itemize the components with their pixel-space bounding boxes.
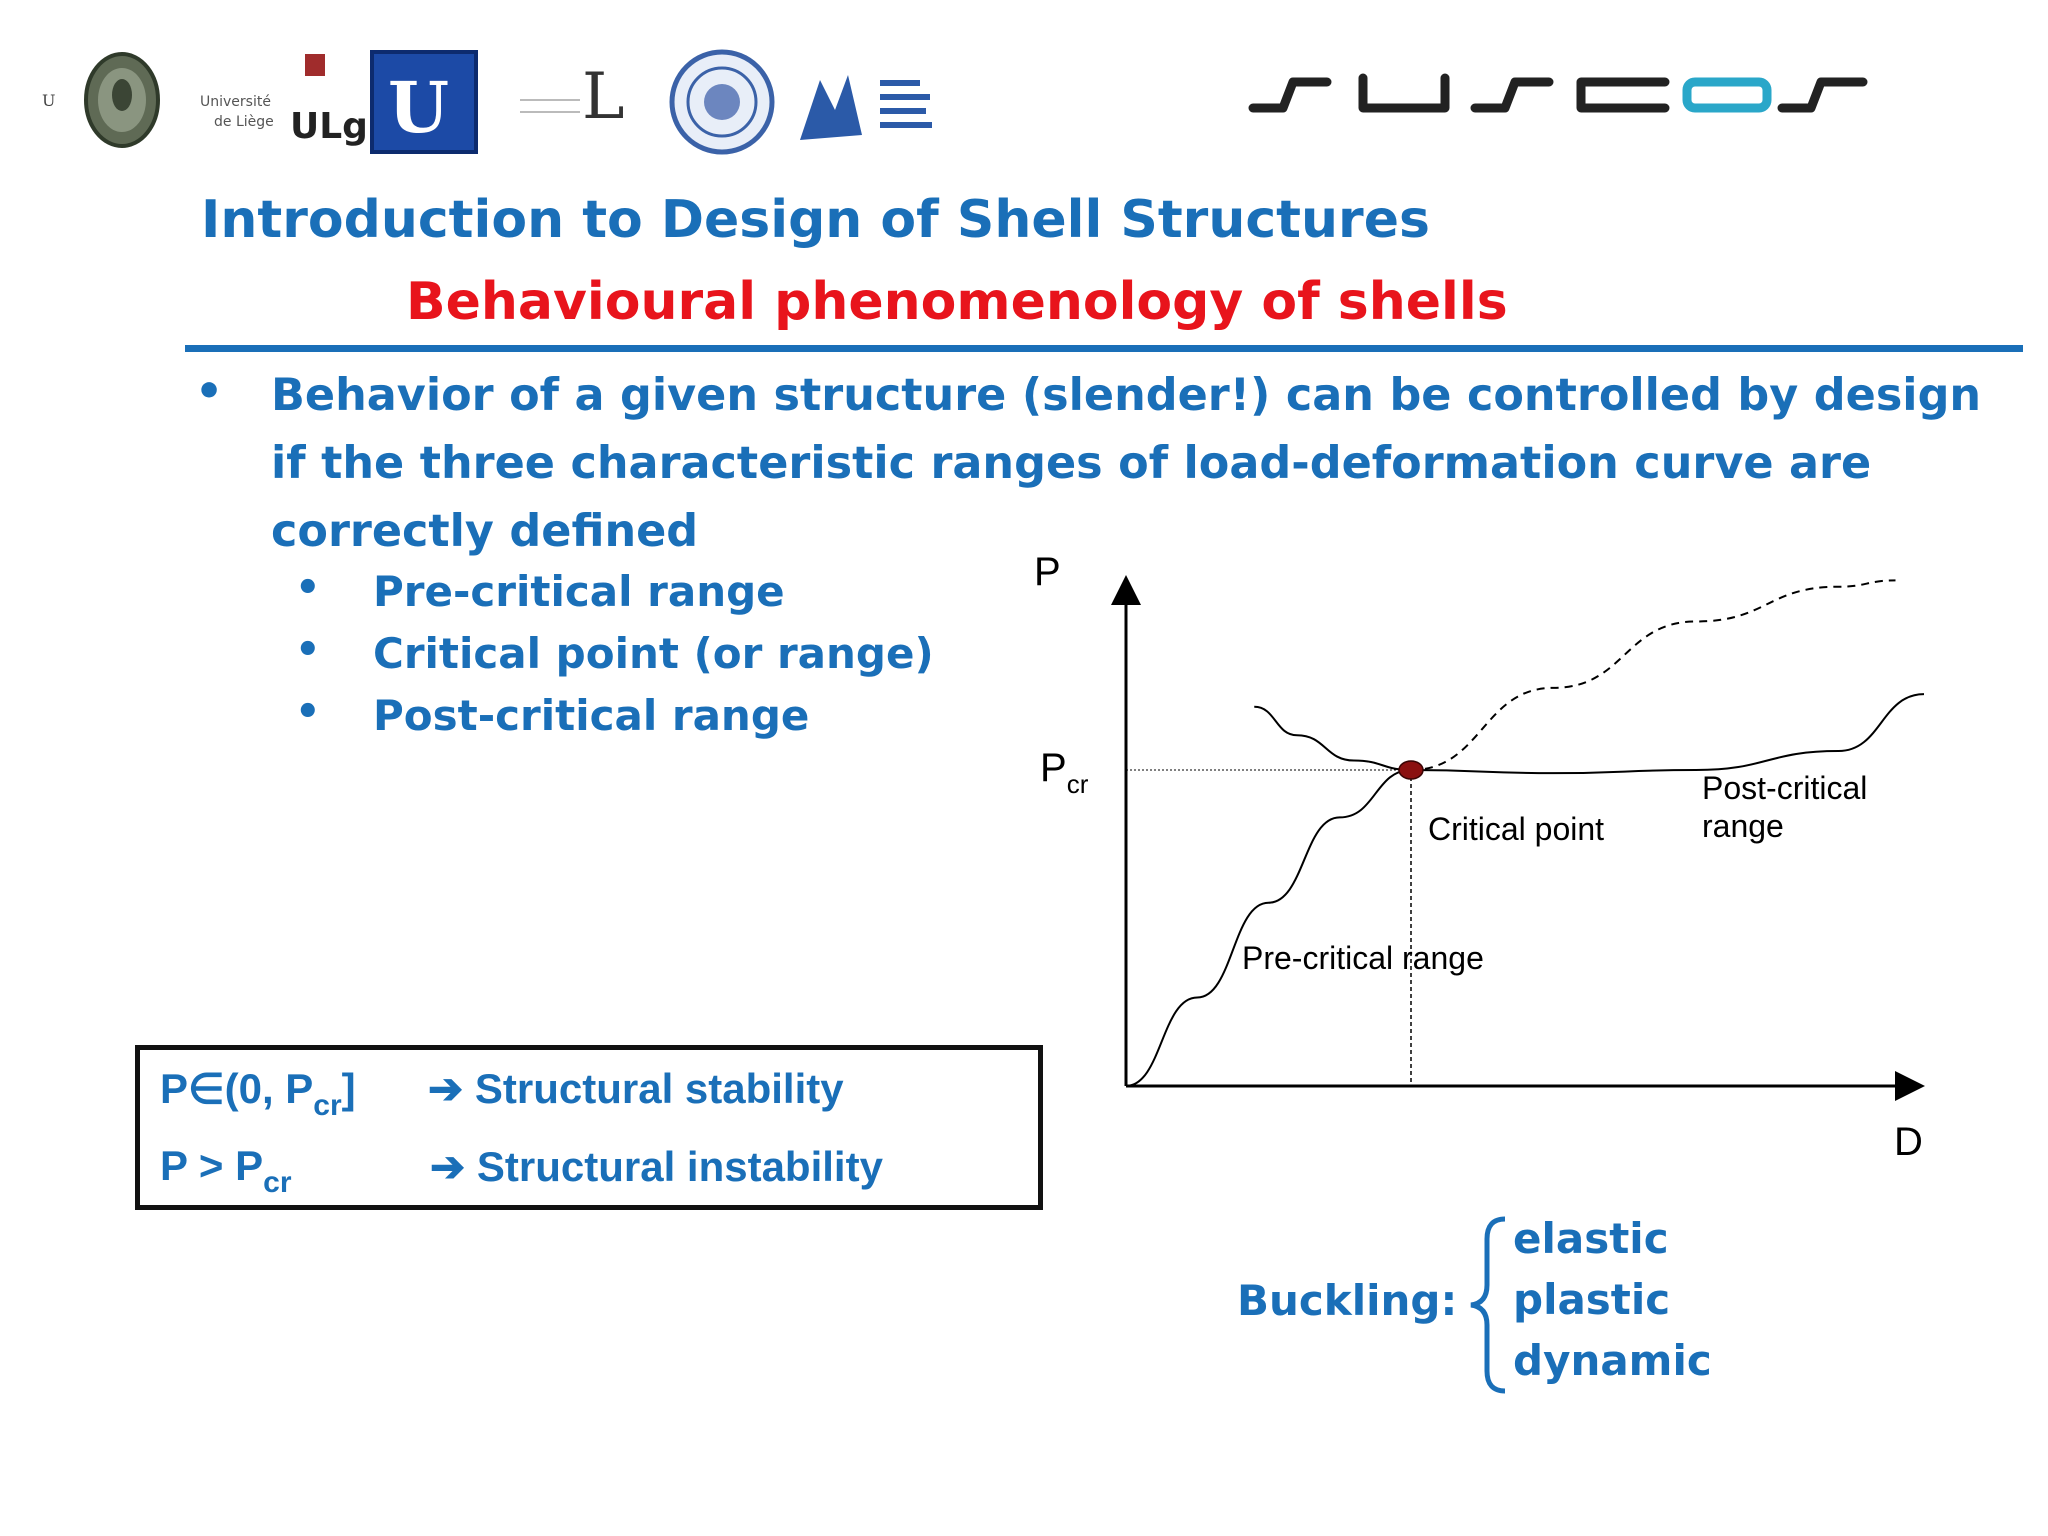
buckling-label: Buckling: (1237, 1276, 1458, 1325)
load-deformation-chart: P D Pcr Critical point Post-critical ran… (1034, 550, 1925, 1164)
svg-text:ULg: ULg (290, 106, 368, 147)
list-item-text: Pre-critical range (373, 567, 785, 616)
critical-point-marker (1398, 760, 1424, 780)
result-text: ➔ Structural instability (430, 1143, 883, 1190)
stability-row: P∈(0, Pcr] ➔ Structural stability (160, 1064, 844, 1122)
series-line-1 (1254, 693, 1925, 775)
slide-title: Introduction to Design of Shell Structur… (201, 190, 1430, 250)
header-divider (185, 345, 2023, 352)
bullet-dot: • (295, 689, 321, 735)
list-item-text: Post-critical range (373, 691, 810, 740)
logo-liege: Université de Liège ULg (200, 54, 368, 147)
logo-1-text: U (42, 91, 55, 110)
condition-subscript: cr (263, 1166, 292, 1199)
plot-area (1125, 579, 1925, 1087)
condition-text: P∈(0, P (160, 1065, 314, 1112)
annotation-pre-critical-range: Pre-critical range (1242, 940, 1484, 976)
logo-u-blue: U (370, 50, 478, 154)
series-line-0 (1125, 769, 1412, 1087)
svg-text:de Liège: de Liège (214, 114, 274, 130)
y-tick-pcr: Pcr (1040, 746, 1089, 799)
logo-seal-2 (669, 49, 775, 155)
svg-text:U: U (388, 66, 449, 149)
condition-subscript: cr (313, 1089, 342, 1122)
main-bullet-text: Behavior of a given structure (slender!)… (271, 370, 1982, 557)
bullet-dot: • (295, 627, 321, 673)
curly-brace-icon (1470, 1216, 1506, 1394)
logo-seal-1 (84, 52, 160, 148)
svg-text:L: L (582, 60, 625, 134)
buckling-type-plastic: plastic (1513, 1275, 1671, 1324)
annotation-critical-point: Critical point (1428, 811, 1604, 847)
bullet-dot: • (295, 565, 321, 611)
svg-text:Université: Université (200, 94, 271, 110)
buckling-type-elastic: elastic (1513, 1214, 1669, 1263)
partner-logos: U Université de Liège ULg U L (42, 49, 932, 155)
y-axis-label: P (1034, 550, 1061, 594)
instability-row: P > Pcr ➔ Structural instability (160, 1142, 883, 1199)
main-bullet-dot: • (195, 366, 224, 417)
series-line-2 (1410, 579, 1896, 771)
result-text: ➔ Structural stability (428, 1065, 844, 1112)
buckling-type-dynamic: dynamic (1513, 1336, 1712, 1385)
annotation-post-critical: Post-critical (1702, 770, 1867, 806)
annotation-post-critical-range: range (1702, 808, 1784, 844)
list-item-text: Critical point (or range) (373, 629, 934, 678)
x-axis-label: D (1894, 1120, 1923, 1164)
condition-text: P > P (160, 1142, 264, 1189)
logo-l-university: L (520, 60, 625, 134)
stability-criteria-box: P∈(0, Pcr] ➔ Structural stability P > Pc… (135, 1045, 1043, 1210)
suscos-logo (1248, 73, 1868, 113)
slide-subtitle: Behavioural phenomenology of shells (406, 272, 1508, 332)
condition-bracket: ] (341, 1065, 356, 1112)
logo-ctu-prague (800, 75, 932, 140)
